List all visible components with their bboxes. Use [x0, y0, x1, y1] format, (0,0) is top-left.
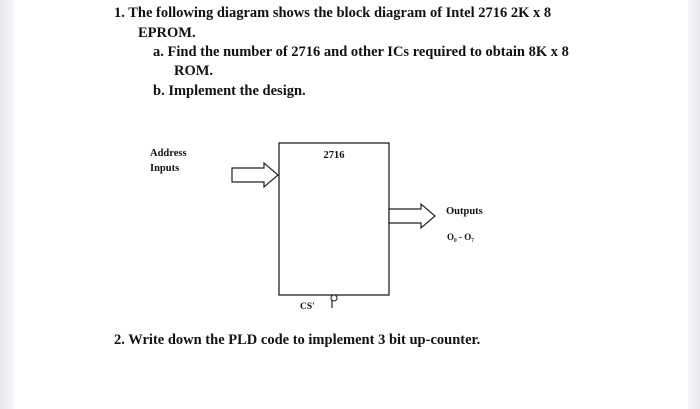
outputs-range-label: O₀ - O₇ [447, 232, 474, 242]
chip-select-label: CS' [300, 302, 315, 312]
chip-label: 2716 [324, 150, 345, 161]
question-1-line-2: EPROM. [138, 25, 196, 41]
question-1b: b. Implement the design. [153, 83, 306, 99]
address-bus-arrow-icon [231, 161, 279, 189]
question-1a-line-1: a. Find the number of 2716 and other ICs… [153, 44, 569, 60]
outputs-label: Outputs [446, 206, 483, 217]
output-bus-arrow-icon [388, 202, 436, 230]
question-1a-line-2: ROM. [174, 63, 214, 79]
question-1-line-1: 1. The following diagram shows the block… [114, 5, 552, 21]
question-2: 2. Write down the PLD code to implement … [114, 332, 481, 348]
page-shadow-left [0, 0, 14, 409]
chip-select-inversion-bubble-icon [330, 294, 338, 302]
inputs-label: Inputs [150, 163, 179, 174]
page-shadow-right [688, 0, 700, 409]
chip-2716-box [278, 142, 390, 296]
address-label: Address [150, 148, 187, 159]
